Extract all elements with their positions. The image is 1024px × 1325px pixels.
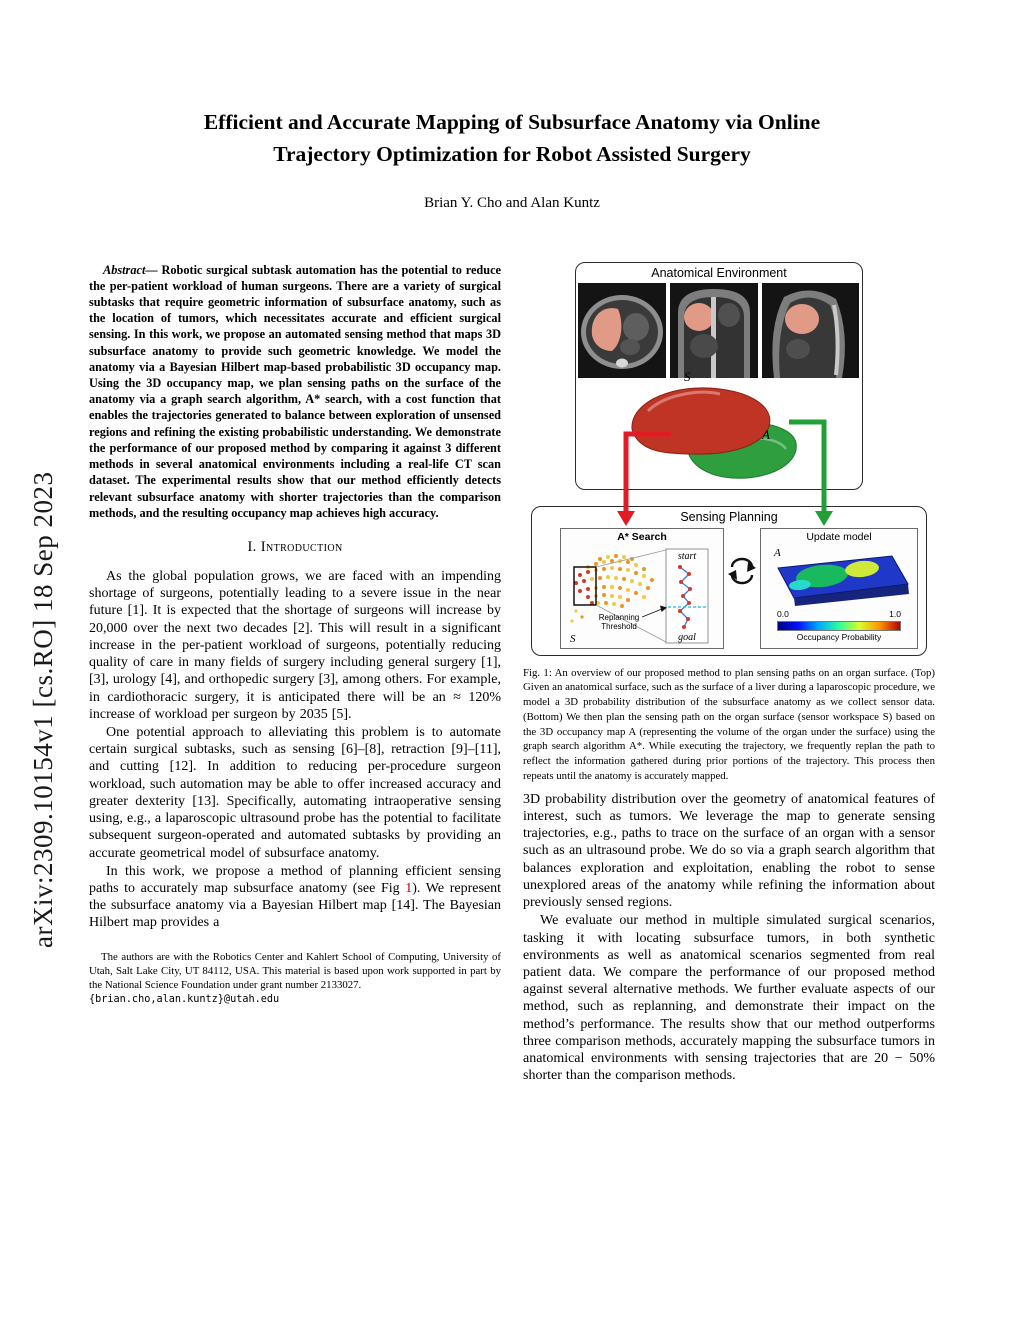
ct-scan-images: [578, 282, 859, 378]
occupancy-map-heatmap: A: [773, 547, 909, 606]
right-paragraph-2: We evaluate our method in multiple simul…: [523, 913, 935, 1084]
figure-1: Anatomical Environment: [523, 261, 935, 658]
figure-1-caption: Fig. 1: An overview of our proposed meth…: [523, 666, 935, 784]
workspace-s-plot-label: S: [570, 633, 576, 645]
right-column: Anatomical Environment: [523, 261, 935, 1085]
abstract-text: Robotic surgical subtask automation has …: [89, 262, 502, 520]
abstract: Abstract— Robotic surgical subtask autom…: [89, 262, 501, 522]
astar-search-title: A* Search: [617, 530, 667, 543]
contact-email: {brian.cho,alan.kuntz}@utah.edu: [89, 994, 280, 1006]
anatomy-a-label: A: [762, 426, 770, 442]
update-model-title: Update model: [806, 530, 872, 543]
caption-tag: Fig. 1:: [523, 666, 552, 679]
colorbar-ticks: 0.0 1.0: [761, 609, 917, 619]
goal-label: goal: [678, 632, 696, 643]
anatomical-environment-title: Anatomical Environment: [651, 265, 787, 280]
colorbar-min: 0.0: [777, 608, 789, 619]
replan-cycle-icon: [728, 557, 756, 584]
colorbar-max: 1.0: [889, 608, 901, 619]
figure-1-reference-link[interactable]: 1: [405, 880, 413, 896]
intro-paragraph-1: As the global population grows, we are f…: [89, 569, 501, 722]
start-label: start: [678, 551, 697, 562]
occupancy-colorbar: [777, 620, 901, 631]
section-heading-introduction: I. Introduction: [247, 539, 343, 555]
colorbar-title: Occupancy Probability: [796, 631, 882, 642]
update-model-panel: Update model A 0.0 1.0: [760, 527, 918, 649]
two-column-body: Abstract— Robotic surgical subtask autom…: [0, 261, 1024, 1085]
intro-paragraph-3-pre: In this work, we propose a method of pla…: [89, 863, 501, 896]
title-line-2: Trajectory Optimization for Robot Assist…: [273, 142, 751, 167]
right-paragraph-1: 3D probability distribution over the geo…: [523, 791, 935, 911]
author-footnote: The authors are with the Robotics Center…: [89, 950, 501, 1007]
anatomical-environment-box: Anatomical Environment: [575, 261, 863, 490]
caption-text: An overview of our proposed method to pl…: [523, 666, 936, 782]
replanning-threshold-label-line2: Threshold: [601, 622, 637, 631]
intro-paragraph-3-post: ). We represent the subsurface anatomy v…: [89, 880, 501, 931]
sensing-planning-box: Sensing Planning A* Search: [531, 505, 927, 656]
left-column: Abstract— Robotic surgical subtask autom…: [89, 262, 501, 1085]
abstract-label: Abstract—: [103, 262, 158, 277]
paper-title: Efficient and Accurate Mapping of Subsur…: [0, 0, 1024, 171]
footnote-text: The authors are with the Robotics Center…: [89, 950, 501, 992]
intro-paragraph-3: In this work, we propose a method of pla…: [89, 863, 501, 932]
anatomy-a-map-label: A: [773, 547, 781, 559]
paper-authors: Brian Y. Cho and Alan Kuntz: [424, 194, 600, 211]
liver-3d-model: [631, 386, 797, 479]
intro-paragraph-2: One potential approach to alleviating th…: [89, 724, 501, 861]
sensing-planning-title: Sensing Planning: [680, 509, 778, 524]
sensor-workspace-s-label: S: [684, 368, 691, 384]
astar-search-plot: start goal Replanning Threshold: [570, 548, 709, 645]
arxiv-watermark: arXiv:2309.10154v1 [cs.RO] 18 Sep 2023: [28, 471, 58, 948]
replanning-threshold-label-line1: Replanning: [599, 613, 639, 622]
astar-search-panel: A* Search: [560, 527, 724, 649]
title-line-1: Efficient and Accurate Mapping of Subsur…: [203, 110, 821, 134]
